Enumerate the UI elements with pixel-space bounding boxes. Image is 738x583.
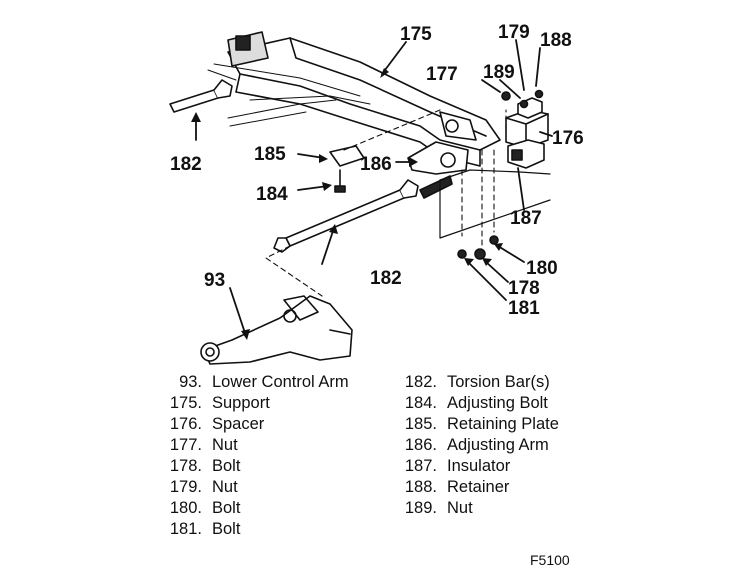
lower-control-arm xyxy=(200,295,353,365)
lower-bolt-cluster xyxy=(457,235,499,260)
callout-182-upper: 182 xyxy=(170,154,202,175)
frame-bracket xyxy=(439,169,551,239)
legend-row: 188. Retainer xyxy=(403,477,559,498)
legend-label: Retaining Plate xyxy=(447,415,559,433)
legend-number: 189. xyxy=(404,499,437,517)
torsion-bar-lower xyxy=(273,175,453,253)
adjusting-bolt xyxy=(334,169,346,193)
retaining-plate xyxy=(329,145,365,167)
legend-label: Bolt xyxy=(212,457,241,475)
callout-93: 93 xyxy=(204,270,225,291)
retainer-spacer-insulator-stack xyxy=(505,97,549,169)
legend-label: Torsion Bar(s) xyxy=(447,373,550,391)
legend-row: 182. Torsion Bar(s) xyxy=(403,372,559,393)
callout-178: 178 xyxy=(508,278,540,299)
legend-number: 179. xyxy=(169,478,202,496)
leader-arrowheads xyxy=(191,68,503,340)
callout-182-lower: 182 xyxy=(370,268,402,289)
legend-label: Retainer xyxy=(447,478,510,496)
alignment-lines xyxy=(265,109,507,297)
legend-number: 177. xyxy=(169,436,202,454)
adjusting-arm xyxy=(407,141,469,175)
legend-label: Nut xyxy=(212,436,238,454)
legend-label: Insulator xyxy=(447,457,511,475)
legend-row: 93. Lower Control Arm xyxy=(160,372,349,393)
legend-row: 179. Nut xyxy=(160,477,349,498)
legend-number: 186. xyxy=(404,436,437,454)
legend-label: Adjusting Bolt xyxy=(447,394,548,412)
legend-row: 176. Spacer xyxy=(160,414,349,435)
legend-number: 175. xyxy=(169,394,202,412)
legend-row: 189. Nut xyxy=(403,498,559,519)
legend-number: 176. xyxy=(169,415,202,433)
legend-row: 180. Bolt xyxy=(160,498,349,519)
legend-number: 182. xyxy=(404,373,437,391)
legend-label: Spacer xyxy=(212,415,265,433)
nut-cluster xyxy=(501,89,544,109)
callout-186: 186 xyxy=(360,154,392,175)
legend-row: 185. Retaining Plate xyxy=(403,414,559,435)
parts-legend-left: 93. Lower Control Arm 175. Support 176. Spa… xyxy=(160,372,349,540)
callout-188: 188 xyxy=(540,30,572,51)
figure-code: F5100 xyxy=(530,552,570,568)
callout-189: 189 xyxy=(483,62,515,83)
callout-181: 181 xyxy=(508,298,540,319)
parts-legend-right: 182. Torsion Bar(s) 184. Adjusting Bolt 18… xyxy=(403,372,559,519)
legend-row: 178. Bolt xyxy=(160,456,349,477)
legend-number: 178. xyxy=(169,457,202,475)
legend-row: 187. Insulator xyxy=(403,456,559,477)
callout-187: 187 xyxy=(510,208,542,229)
legend-row: 186. Adjusting Arm xyxy=(403,435,559,456)
legend-label: Adjusting Arm xyxy=(447,436,549,454)
legend-number: 180. xyxy=(169,499,202,517)
callout-180: 180 xyxy=(526,258,558,279)
callout-175: 175 xyxy=(400,24,432,45)
callout-179: 179 xyxy=(498,22,530,43)
legend-row: 184. Adjusting Bolt xyxy=(403,393,559,414)
legend-label: Support xyxy=(212,394,270,412)
legend-number: 181. xyxy=(169,520,202,538)
legend-number: 188. xyxy=(404,478,437,496)
legend-label: Nut xyxy=(212,478,238,496)
legend-number: 184. xyxy=(404,394,437,412)
legend-row: 175. Support xyxy=(160,393,349,414)
callout-176: 176 xyxy=(552,128,584,149)
support-crossmember xyxy=(207,31,501,167)
legend-label: Nut xyxy=(447,499,473,517)
torsion-bar-upper xyxy=(169,79,233,113)
callout-177: 177 xyxy=(426,64,458,85)
exploded-view-drawing: 175 179 188 177 189 176 182 185 186 184 … xyxy=(169,22,584,365)
legend-row: 177. Nut xyxy=(160,435,349,456)
legend-number: 93. xyxy=(179,373,202,391)
callout-185: 185 xyxy=(254,144,286,165)
legend-label: Bolt xyxy=(212,520,241,538)
legend-number: 187. xyxy=(404,457,437,475)
callout-184: 184 xyxy=(256,184,288,205)
legend-label: Lower Control Arm xyxy=(212,373,349,391)
legend-row: 181. Bolt xyxy=(160,519,349,540)
leader-lines xyxy=(195,39,553,337)
legend-number: 185. xyxy=(404,415,437,433)
legend-label: Bolt xyxy=(212,499,241,517)
